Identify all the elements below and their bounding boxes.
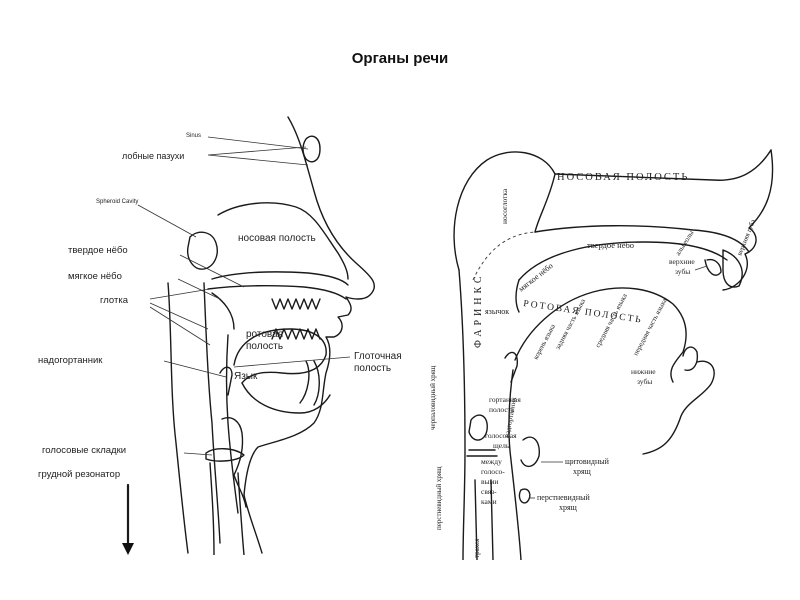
pharynx-back-wall	[458, 269, 466, 561]
arytenoid-label: черпаловидный хрящ	[429, 365, 437, 430]
lower-teeth-row	[271, 328, 321, 340]
laryngeal-cavity-label-line1: гортанная	[489, 395, 521, 404]
epiglottis-label: надогортанник	[38, 355, 103, 366]
soft-palate-leader	[177, 278, 221, 300]
glottis-label-line2: щель	[493, 441, 510, 450]
hard-palate-label: твердое нёбо	[68, 245, 128, 256]
between-folds-label-1: между	[481, 457, 502, 466]
sphenoid-cavity-shape	[187, 231, 218, 270]
face-profile-outline	[243, 116, 375, 496]
tongue-outline	[233, 328, 327, 384]
sphenoid-cavity-label: Spheroid Cavity	[96, 199, 138, 205]
pharyngeal-cavity-leader	[233, 356, 351, 368]
between-folds-label-2: голосо-	[481, 467, 505, 476]
nasal-cavity-roof	[554, 149, 772, 181]
chest-resonator-label: грудной резонатор	[38, 469, 120, 480]
pharynx-front-wall	[225, 334, 239, 514]
vocal-fold-band	[466, 449, 498, 457]
nose-outline	[722, 149, 774, 291]
upper-teeth-row	[271, 298, 321, 310]
front-of-neck-outline	[243, 494, 263, 554]
sinus-leader	[207, 136, 309, 150]
tongue-surface	[514, 287, 687, 383]
nasal-cavity-line	[217, 202, 349, 280]
lower-tooth	[682, 346, 699, 371]
nasal-floor-line	[211, 271, 349, 286]
upper-teeth-label-line1: верхние	[669, 257, 695, 266]
soft-palate-label: мягкое нёбо	[68, 271, 122, 282]
back-of-neck-outline	[167, 282, 189, 554]
mandible-outline	[241, 382, 331, 414]
pharyngeal-cavity-label-line1: Глоточная	[354, 351, 402, 362]
between-folds-label-4: связ-	[481, 487, 497, 496]
epiglottis-shape	[219, 366, 233, 396]
right-anatomy-diagram: НОСОВАЯ ПОЛОСТЬ носоглотка ФАРИНКС тверд…	[423, 120, 800, 561]
between-folds-label-3: выми	[481, 477, 498, 486]
upper-teeth-label-line2: зубы	[675, 267, 690, 276]
pharyngeal-cavity-label-line2: полость	[354, 363, 391, 374]
epiglottis-shape	[504, 351, 519, 383]
frontal-sinus-shape	[302, 135, 321, 163]
oral-cavity-label-line2: полость	[246, 341, 283, 352]
thyroid-cartilage	[520, 436, 540, 467]
arytenoid-shape	[468, 414, 488, 441]
soft-palate-curve	[211, 292, 235, 330]
trachea-lines	[474, 479, 494, 561]
vocal-folds-leader	[183, 452, 213, 456]
sphenoid-leader	[137, 204, 197, 238]
nasal-floor	[534, 225, 750, 253]
trachea-lines	[209, 462, 245, 556]
between-folds-label-5: ками	[481, 497, 497, 506]
epiglottis-leader	[163, 360, 227, 378]
pharynx-back-wall	[203, 282, 221, 544]
nasal-cavity-label: НОСОВАЯ ПОЛОСТЬ	[557, 172, 689, 183]
hard-palate-leader	[179, 254, 245, 288]
tongue-label: Язык	[234, 371, 258, 382]
downward-arrow-head	[122, 543, 134, 555]
hard-palate-label: твердое нёбо	[587, 240, 634, 250]
cricoid-cartilage-label-line2: хрящ	[559, 503, 577, 512]
soft-palate-dotted-line	[472, 231, 536, 281]
larynx-shape	[221, 417, 247, 508]
pharynx-label: глотка	[100, 295, 129, 306]
head-top-outline	[453, 151, 556, 271]
nasal-cavity-label: носовая полость	[238, 233, 316, 244]
uvula-label: язычок	[485, 307, 509, 316]
cricoid-left-label: перстневидный хрящ	[435, 466, 443, 530]
uvula-shape	[515, 279, 520, 313]
nasopharynx-label: носоглотка	[500, 188, 509, 224]
laryngeal-cavity-label-line2: полость	[489, 405, 515, 414]
vocal-folds-label: голосовые складки	[42, 445, 126, 456]
right-diagram-svg: НОСОВАЯ ПОЛОСТЬ носоглотка ФАРИНКС тверд…	[429, 149, 774, 561]
sinus-label: Sinus	[186, 133, 201, 139]
left-anatomy-diagram: Sinus лобные пазухи Spheroid Cavity носо…	[38, 103, 420, 556]
left-diagram-svg: Sinus лобные пазухи Spheroid Cavity носо…	[38, 116, 402, 556]
thyroid-cartilage-label-line1: щитовидный	[565, 457, 610, 466]
pharynx-leader	[149, 288, 211, 346]
cricoid-cartilage-label-line1: перстневидный	[537, 493, 590, 502]
pharynx-label: ФАРИНКС	[473, 272, 484, 348]
lower-lip-chin	[642, 360, 715, 455]
cricoid-cartilage	[518, 488, 531, 504]
trachea-label: трахея	[473, 538, 481, 558]
hard-palate-line	[207, 284, 347, 300]
upper-teeth-leader	[694, 265, 708, 271]
glottis-label-line1: голосовая	[485, 431, 517, 440]
lower-teeth-label-line2: зубы	[637, 377, 652, 386]
lower-teeth-label-line1: нижние	[631, 367, 656, 376]
upper-tooth	[704, 258, 722, 276]
frontal-sinus-label: лобные пазухи	[122, 151, 184, 161]
vocal-fold-shape	[205, 448, 245, 462]
thyroid-cartilage-label-line2: хрящ	[573, 467, 591, 476]
upper-lip-label: верхняя губа	[735, 217, 757, 256]
slide-title: Органы речи	[351, 50, 449, 67]
oral-cavity-label-line1: ротовая	[246, 329, 283, 340]
palate-line	[518, 241, 728, 281]
upper-lip-shape	[722, 249, 743, 288]
frontal-sinus-leader	[207, 146, 309, 166]
hyoid-bone	[299, 360, 320, 406]
tongue-front-label: передняя часть языка	[632, 296, 669, 357]
pharynx-front-wall	[508, 369, 522, 561]
